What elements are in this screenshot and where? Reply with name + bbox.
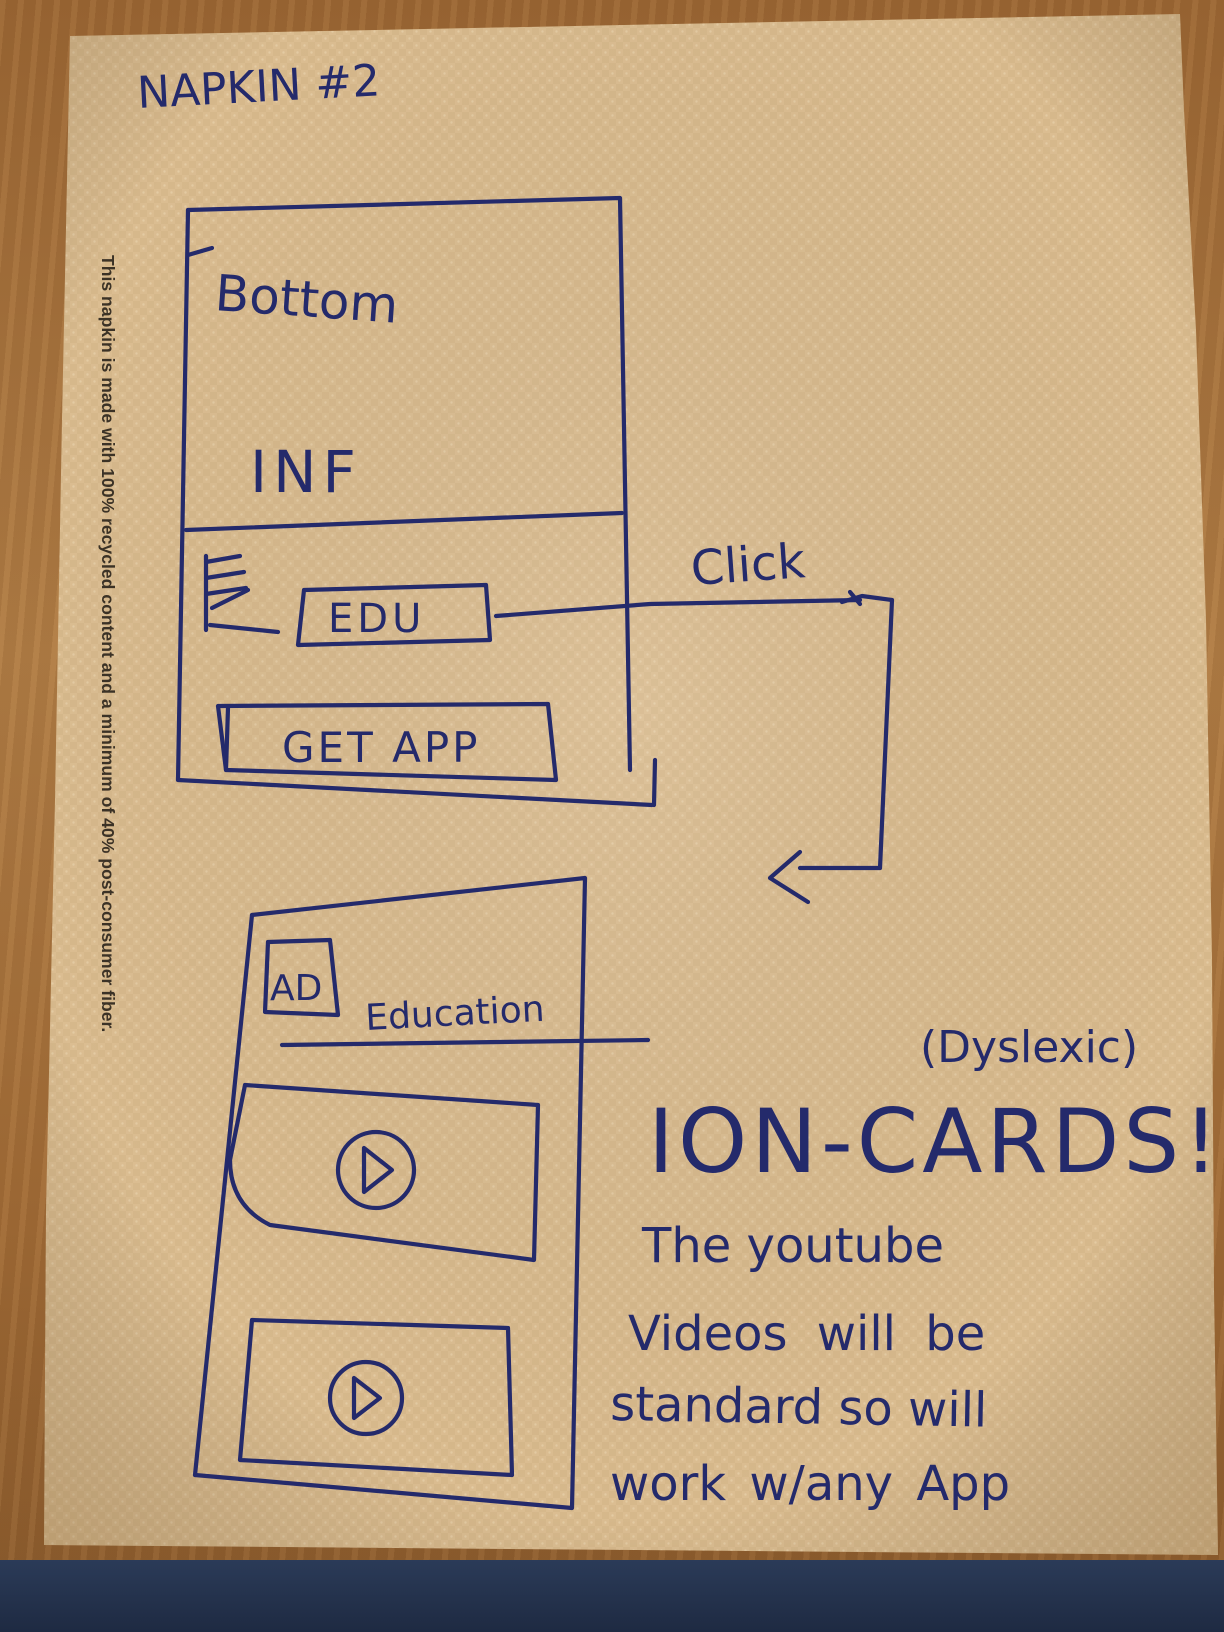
edu-button[interactable]: EDU [295,582,493,648]
header-divider [279,1037,651,1048]
blue-cloth [0,1560,1224,1632]
notes: (Dyslexic) ION-CARDS! The youtube Videos… [610,1022,1223,1512]
section-divider [183,510,625,533]
note-line-3: standard so will [610,1376,988,1439]
dyslexic-note: (Dyslexic) [920,1022,1138,1073]
play-icon[interactable] [327,1359,405,1437]
click-arrow: Click [493,533,895,905]
sketch-top-phone: Bottom INF EDU GET APP Click [175,195,895,905]
printed-notice-text: This napkin is made with 100% recycled c… [98,255,118,1032]
edu-button-label: EDU [328,596,425,642]
ad-box[interactable]: AD [262,937,341,1018]
note-line-2: Videos will be [628,1306,985,1362]
ad-box-label: AD [270,968,322,1009]
ion-cards-note: ION-CARDS! [648,1090,1223,1193]
education-header: Education [364,989,545,1039]
play-icon[interactable] [335,1129,417,1211]
printed-notice: This napkin is made with 100% recycled c… [98,255,118,1032]
get-app-button-label: GET APP [282,723,480,772]
sketch-bottom-phone: AD Education [192,875,651,1511]
note-line-1: The youtube [641,1218,944,1274]
video-card-1[interactable] [227,1082,541,1263]
label-inf: INF [250,438,362,506]
hamburger-menu-icon[interactable] [203,553,281,635]
label-bottom: Bottom [213,264,400,335]
note-line-4: work w/any App [610,1456,1010,1512]
click-label: Click [689,533,807,597]
napkin-title: NAPKIN #2 [136,55,381,119]
get-app-button[interactable]: GET APP [215,701,559,783]
video-card-2[interactable] [237,1317,515,1478]
